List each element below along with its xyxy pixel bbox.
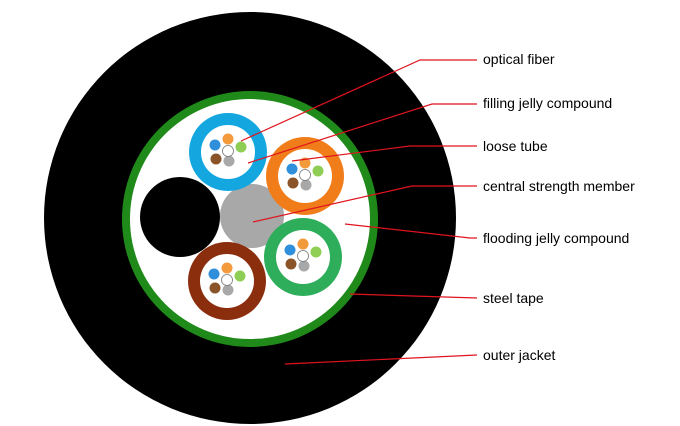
label-flooding-jelly-compound: flooding jelly compound: [483, 230, 629, 246]
leader-line-central-member: [252, 185, 477, 223]
optical-fiber-green-1: [284, 244, 296, 256]
loose-tubes-group: [188, 113, 344, 320]
optical-fiber-blue-2: [222, 133, 234, 145]
filler-rod: [140, 177, 220, 257]
label-outer-jacket: outer jacket: [483, 347, 555, 363]
optical-fiber-orange-5: [300, 179, 312, 191]
leader-line-loose-tube: [291, 145, 477, 162]
optical-fiber-brown-5: [222, 284, 234, 296]
optical-fiber-green-5: [298, 260, 310, 272]
optical-fiber-orange-6: [299, 169, 311, 181]
leader-line-optical-fiber: [240, 59, 477, 142]
leader-line-filling-jelly: [247, 103, 477, 164]
optical-fiber-orange-4: [287, 177, 299, 189]
label-optical-fiber: optical fiber: [483, 51, 555, 67]
optical-fiber-blue-3: [235, 141, 247, 153]
optical-fiber-brown-3: [234, 270, 246, 282]
leader-line-outer-jacket: [284, 354, 478, 365]
leader-line-flooding-jelly: [344, 223, 477, 239]
optical-fiber-brown-2: [221, 262, 233, 274]
optical-fiber-green-2: [297, 238, 309, 250]
optical-fiber-blue-5: [223, 155, 235, 167]
label-loose-tube: loose tube: [483, 138, 548, 154]
label-steel-tape: steel tape: [483, 290, 544, 306]
optical-fiber-orange-3: [312, 165, 324, 177]
optical-fiber-green-4: [285, 258, 297, 270]
optical-fiber-brown-6: [221, 274, 233, 286]
label-filling-jelly-compound: filling jelly compound: [483, 95, 612, 111]
optical-fiber-green-3: [310, 246, 322, 258]
leader-lines: [240, 59, 478, 365]
optical-fiber-blue-6: [222, 145, 234, 157]
optical-fiber-blue-4: [210, 153, 222, 165]
optical-fiber-orange-1: [286, 163, 298, 175]
optical-fiber-blue-1: [209, 139, 221, 151]
leader-line-steel-tape: [349, 293, 478, 299]
optical-fiber-brown-1: [208, 268, 220, 280]
optical-fiber-brown-4: [209, 282, 221, 294]
optical-fiber-green-6: [297, 250, 309, 262]
central-strength-member: [220, 184, 284, 248]
label-central-strength-member: central strength member: [483, 178, 635, 194]
